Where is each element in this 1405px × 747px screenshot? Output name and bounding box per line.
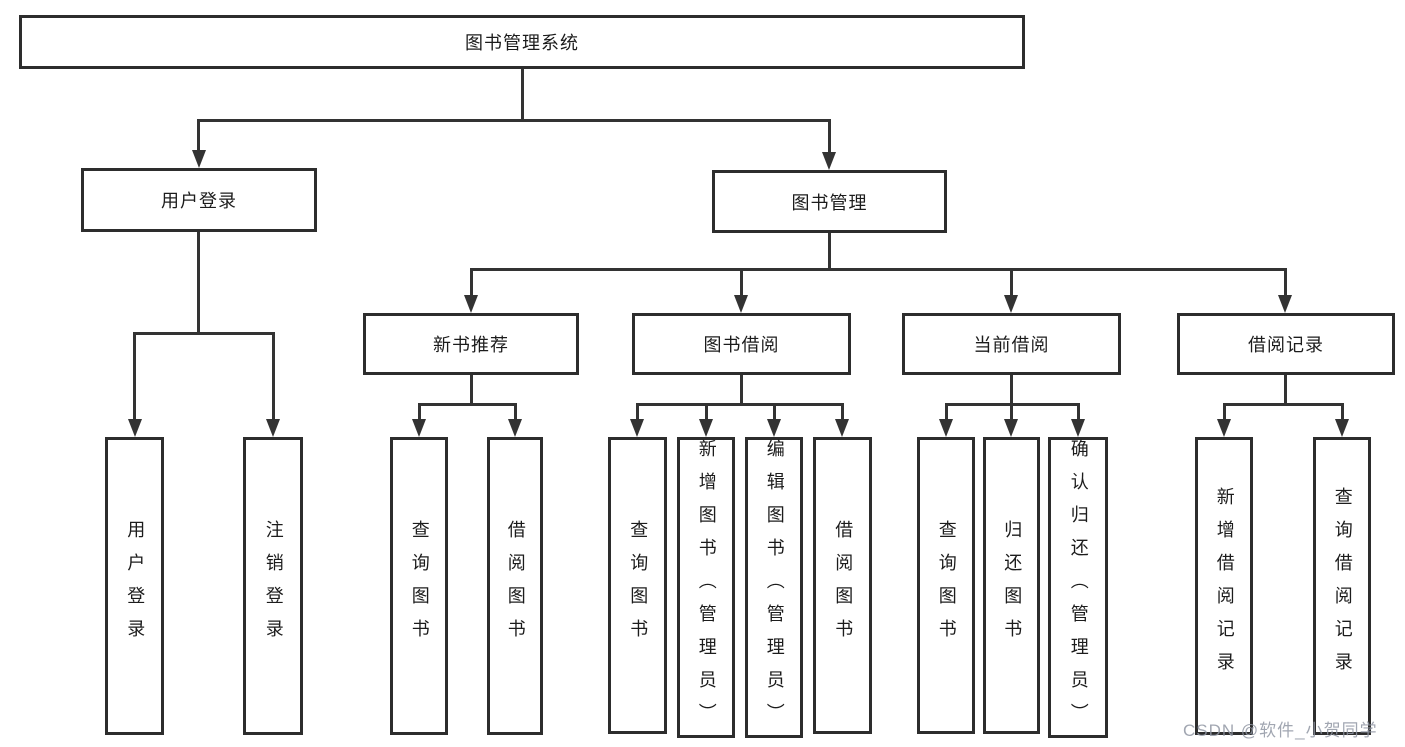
- connector-book-mgmt-stem: [828, 233, 831, 271]
- node-root: 图书管理系统: [19, 15, 1025, 69]
- connector-new-book-stem: [470, 374, 473, 406]
- node-leaf-user-login-label: 用户登录: [125, 520, 146, 652]
- connector-level3-rail: [470, 268, 1287, 271]
- connector-book-mgmt-shaft: [828, 119, 831, 154]
- connector-leaf-shaft: [1077, 403, 1080, 421]
- node-leaf-current-confirm-label: 确认归还（管理员）: [1068, 439, 1089, 736]
- connector-borrow-records-rail: [1223, 403, 1344, 406]
- connector-root-stem: [521, 69, 524, 122]
- connector-leaf-shaft: [773, 403, 776, 421]
- node-leaf-newbook-borrow-label: 借阅图书: [505, 520, 526, 652]
- connector-new-book-rail: [418, 403, 517, 406]
- connector-borrow-records-stem: [1284, 374, 1287, 406]
- connector-book-borrow-rail: [636, 403, 844, 406]
- arrow-down-icon: [464, 295, 478, 313]
- node-book-mgmt: 图书管理: [712, 170, 947, 233]
- node-leaf-records-query-label: 查询借阅记录: [1332, 487, 1353, 685]
- node-leaf-borrow-edit: 编辑图书（管理员）: [745, 437, 803, 738]
- arrow-down-icon: [1335, 419, 1349, 437]
- node-borrow-records: 借阅记录: [1177, 313, 1395, 375]
- node-leaf-borrow-edit-label: 编辑图书（管理员）: [764, 439, 785, 736]
- node-user-login-label: 用户登录: [161, 191, 237, 211]
- connector-leaf-shaft: [1341, 403, 1344, 421]
- node-leaf-records-add: 新增借阅记录: [1195, 437, 1253, 735]
- arrow-down-icon: [1071, 419, 1085, 437]
- node-leaf-newbook-query: 查询图书: [390, 437, 448, 735]
- arrow-down-icon: [266, 419, 280, 437]
- node-book-borrow-label: 图书借阅: [703, 335, 780, 355]
- node-leaf-current-return: 归还图书: [983, 437, 1040, 734]
- node-leaf-current-query-label: 查询图书: [936, 519, 957, 652]
- node-leaf-borrow-add: 新增图书（管理员）: [677, 437, 735, 738]
- node-leaf-logout: 注销登录: [243, 437, 303, 735]
- arrow-down-icon: [734, 295, 748, 313]
- connector-leaf-shaft: [841, 403, 844, 421]
- node-new-book-label: 新书推荐: [433, 335, 509, 355]
- connector-new-book-shaft: [470, 268, 473, 297]
- connector-current-borrow-stem: [1010, 374, 1013, 406]
- connector-book-borrow-stem: [740, 374, 743, 406]
- arrow-down-icon: [128, 419, 142, 437]
- connector-borrow-records-shaft: [1284, 268, 1287, 297]
- arrow-down-icon: [939, 419, 953, 437]
- arrow-down-icon: [412, 419, 426, 437]
- node-book-borrow: 图书借阅: [632, 313, 851, 375]
- arrow-down-icon: [699, 419, 713, 437]
- arrow-down-icon: [1278, 295, 1292, 313]
- node-leaf-borrow-query-label: 查询图书: [628, 519, 649, 652]
- node-root-label: 图书管理系统: [465, 33, 579, 53]
- arrow-down-icon: [835, 419, 849, 437]
- connector-leaf-shaft: [1223, 403, 1226, 421]
- connector-leaf-shaft: [418, 403, 421, 421]
- connector-leaf-shaft: [133, 332, 136, 420]
- connector-user-login-shaft: [197, 119, 200, 152]
- node-current-borrow: 当前借阅: [902, 313, 1121, 375]
- connector-user-login-rail: [133, 332, 275, 335]
- node-new-book: 新书推荐: [363, 313, 579, 375]
- connector-leaf-shaft: [514, 403, 517, 421]
- arrow-down-icon: [1217, 419, 1231, 437]
- node-book-mgmt-label: 图书管理: [791, 192, 868, 213]
- connector-leaf-shaft: [1010, 403, 1013, 421]
- connector-level1-rail: [197, 119, 831, 122]
- connector-leaf-shaft: [272, 332, 275, 420]
- node-leaf-current-query: 查询图书: [917, 437, 975, 734]
- node-leaf-newbook-borrow: 借阅图书: [487, 437, 543, 735]
- node-leaf-borrow-add-label: 新增图书（管理员）: [696, 439, 717, 736]
- arrow-down-icon: [1004, 419, 1018, 437]
- arrow-down-icon: [1004, 295, 1018, 313]
- connector-current-borrow-shaft: [1010, 268, 1013, 297]
- arrow-down-icon: [630, 419, 644, 437]
- node-leaf-borrow-query: 查询图书: [608, 437, 667, 734]
- csdn-watermark: CSDN @软件_小贺同学: [1183, 721, 1378, 740]
- node-leaf-current-confirm: 确认归还（管理员）: [1048, 437, 1108, 738]
- connector-book-borrow-shaft: [740, 268, 743, 297]
- node-leaf-logout-label: 注销登录: [263, 520, 284, 652]
- node-leaf-records-add-label: 新增借阅记录: [1214, 487, 1235, 685]
- connector-leaf-shaft: [636, 403, 639, 421]
- connector-user-login-stem: [197, 232, 200, 334]
- node-leaf-borrow-borrow: 借阅图书: [813, 437, 872, 734]
- node-borrow-records-label: 借阅记录: [1248, 335, 1324, 355]
- node-leaf-records-query: 查询借阅记录: [1313, 437, 1371, 735]
- node-leaf-newbook-query-label: 查询图书: [409, 520, 430, 652]
- node-user-login: 用户登录: [81, 168, 317, 232]
- connector-leaf-shaft: [945, 403, 948, 421]
- arrow-down-icon: [508, 419, 522, 437]
- arrow-down-icon: [192, 150, 206, 168]
- arrow-down-icon: [767, 419, 781, 437]
- connector-leaf-shaft: [705, 403, 708, 421]
- node-leaf-borrow-borrow-label: 借阅图书: [833, 519, 854, 652]
- node-leaf-user-login: 用户登录: [105, 437, 164, 735]
- node-leaf-current-return-label: 归还图书: [1002, 519, 1023, 652]
- node-current-borrow-label: 当前借阅: [973, 335, 1050, 355]
- arrow-down-icon: [822, 152, 836, 170]
